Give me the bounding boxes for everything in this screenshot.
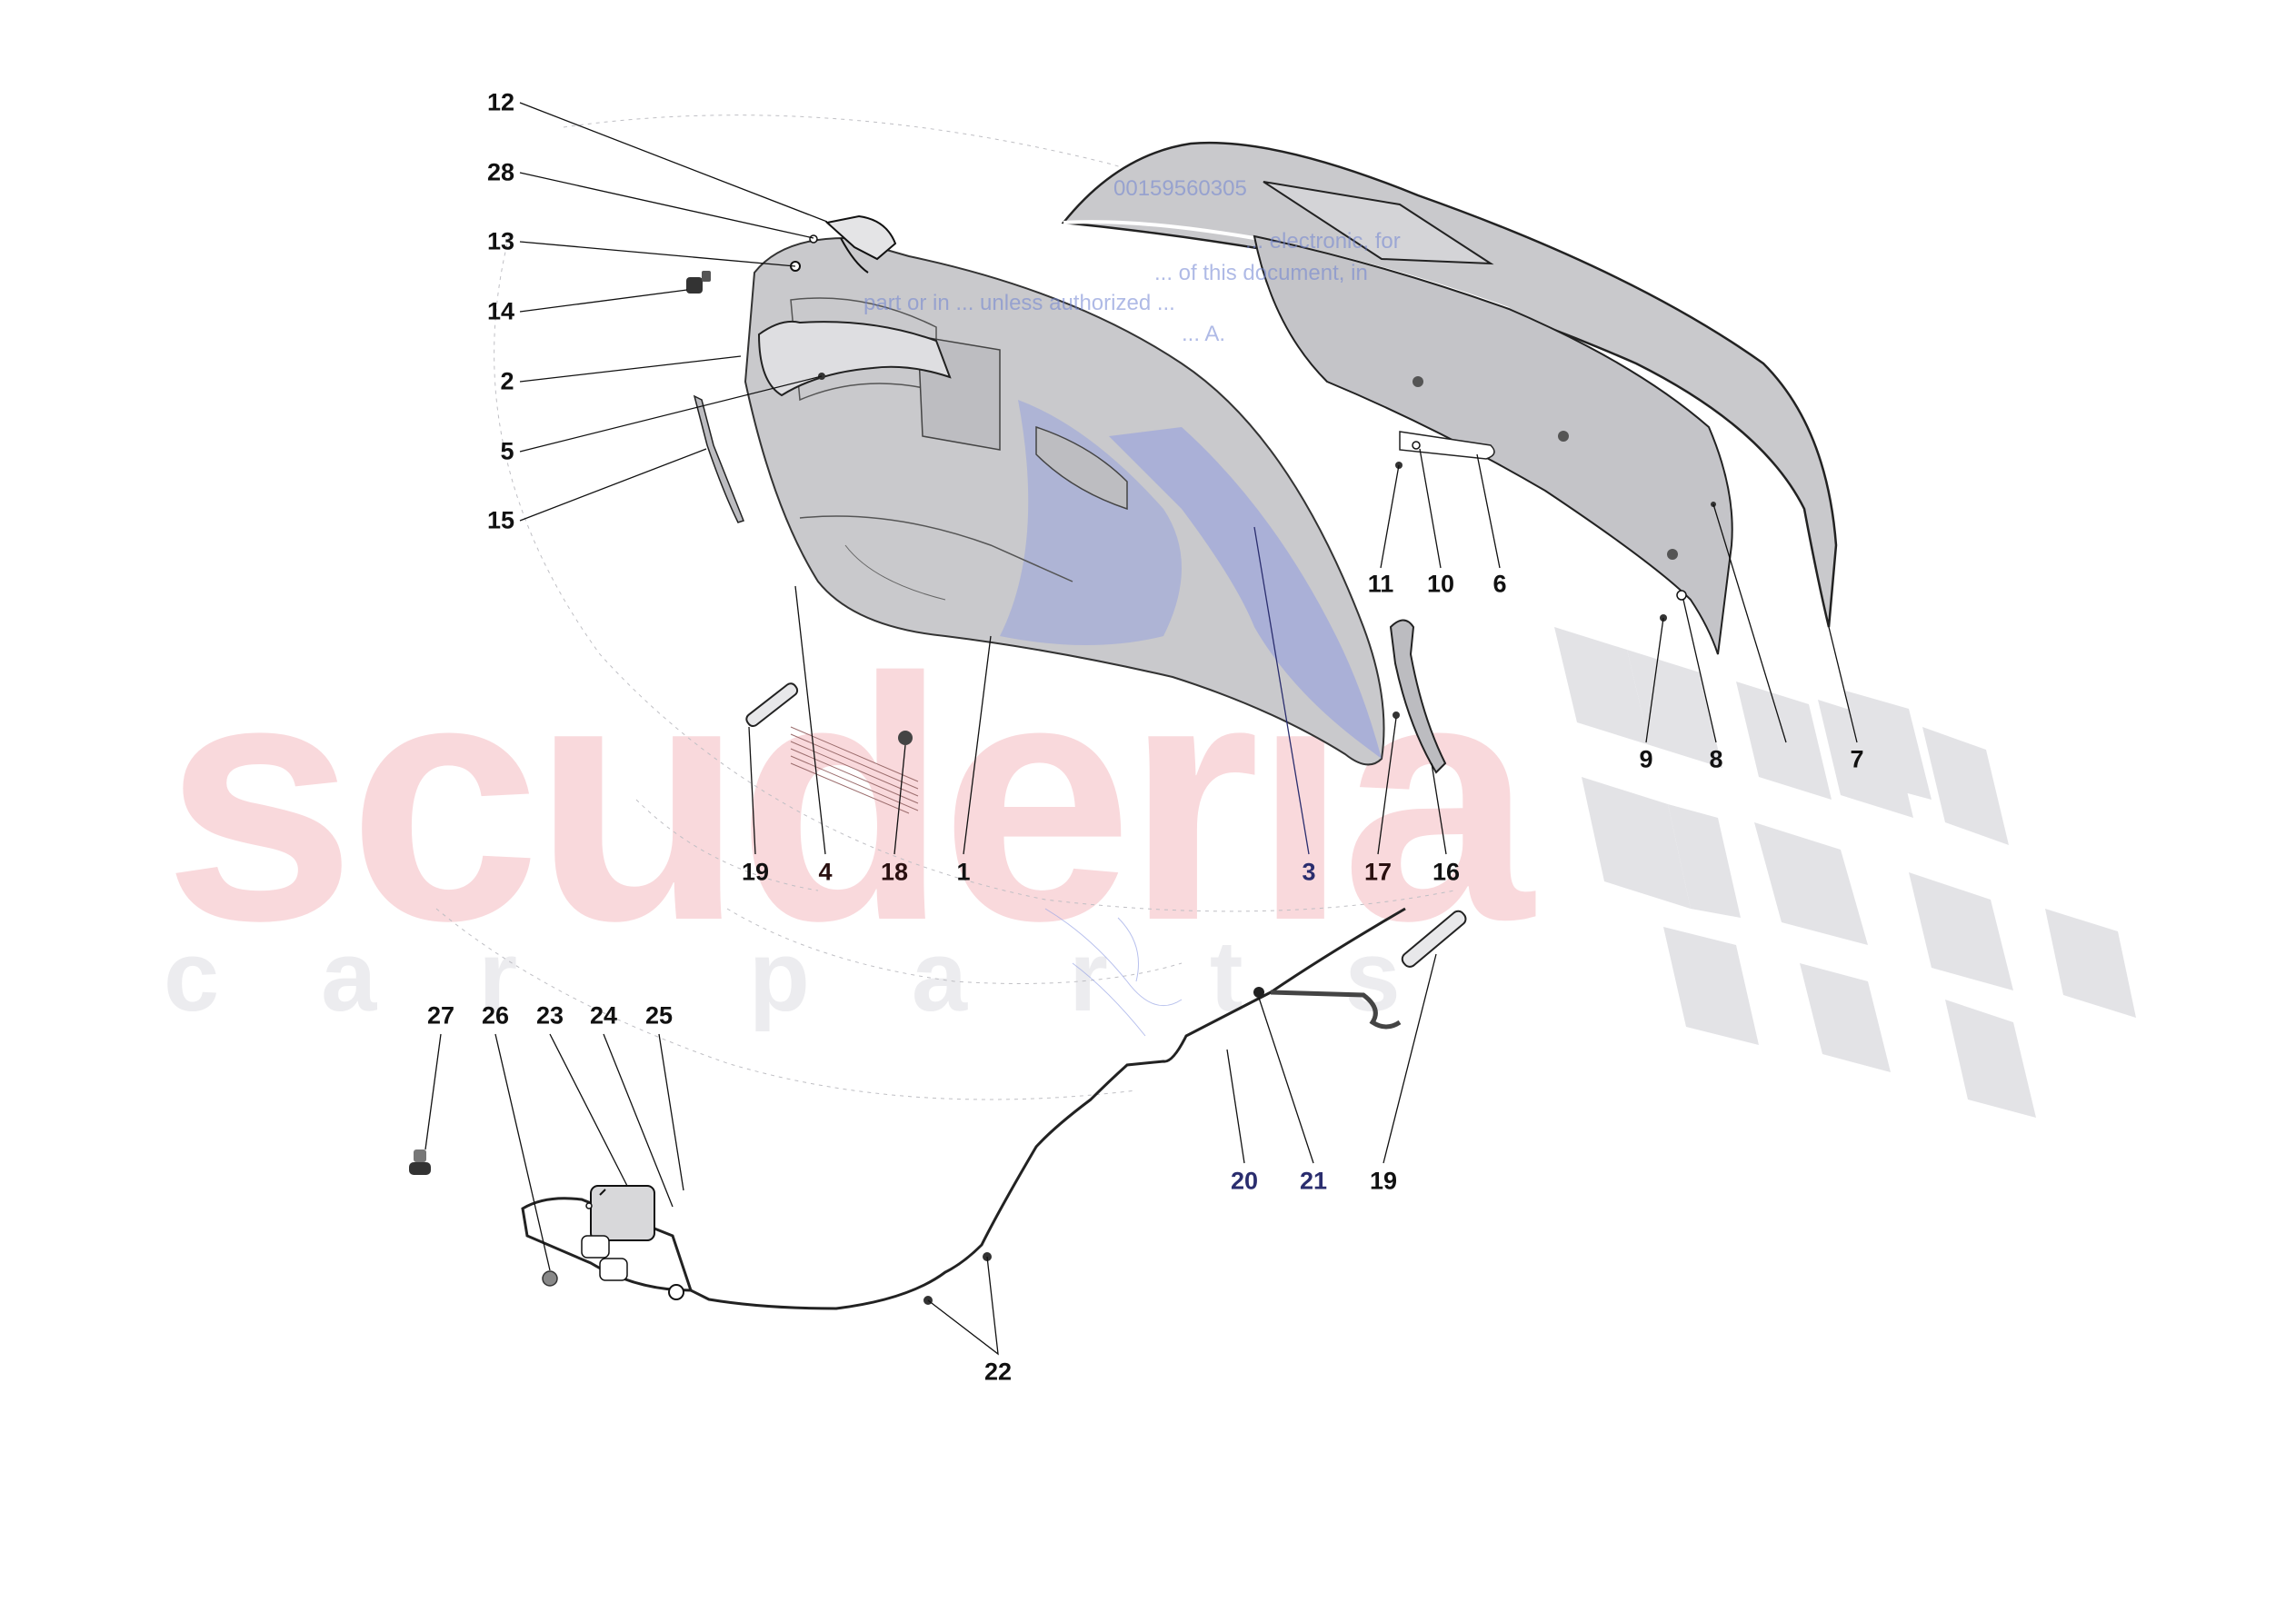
gas-strut-part-19-right: [1401, 910, 1467, 968]
cable-clip-part-21: [1253, 987, 1264, 998]
side-trim-part-16: [1389, 619, 1447, 774]
bonnet-liner-part-6: [1253, 234, 1733, 655]
bump-stop-part-14: [686, 271, 711, 294]
callout-6: 6: [1492, 570, 1507, 598]
release-cable-part-20: [690, 907, 1406, 1310]
callout-21: 21: [1299, 1167, 1328, 1195]
copyright-watermark-line-2: ... electronic, for: [1245, 229, 1401, 254]
callout-23: 23: [535, 1001, 564, 1030]
callout-16: 16: [1432, 858, 1461, 886]
copyright-watermark-line-4: part or in ... unless authorized ...: [863, 291, 1175, 315]
callout-5: 5: [500, 437, 514, 465]
callout-17: 17: [1363, 858, 1393, 886]
screw-part-17: [1393, 711, 1400, 719]
bump-stop-part-18: [898, 731, 913, 745]
callout-19-right: 19: [1369, 1167, 1398, 1195]
callout-20: 20: [1230, 1167, 1259, 1195]
copyright-watermark-line-1: 00159560305: [1113, 176, 1247, 201]
mesh-grille: [790, 726, 919, 814]
callout-28: 28: [486, 158, 515, 186]
tagline-watermark: car parts: [164, 920, 1502, 1032]
callout-15: 15: [486, 506, 515, 534]
insulation-pad-part-2: [757, 320, 952, 397]
vehicle-outline-faint: [435, 114, 1528, 1100]
callout-11: 11: [1367, 570, 1394, 598]
callout-22: 22: [983, 1358, 1013, 1386]
callout-27: 27: [426, 1001, 455, 1030]
callout-1: 1: [956, 858, 971, 886]
callout-7: 7: [1850, 745, 1864, 773]
bump-stop-part-27: [409, 1149, 431, 1175]
clip-part-25: [599, 1189, 606, 1196]
callout-24: 24: [589, 1001, 618, 1030]
callout-leader-lines: [424, 102, 1858, 1356]
bonnet-latch-striker-part-12: [824, 214, 897, 274]
gas-strut-part-19-left: [745, 682, 799, 728]
bonnet-inner-liner-part-1: [744, 236, 1385, 766]
cable-handle-bend: [1270, 990, 1402, 1030]
callout-4: 4: [818, 858, 833, 886]
callout-26: 26: [481, 1001, 510, 1030]
callout-25: 25: [644, 1001, 674, 1030]
callout-19-left: 19: [741, 858, 770, 886]
clip-part-24: [585, 1202, 593, 1209]
callout-13: 13: [486, 227, 515, 255]
callout-3: 3: [1302, 858, 1316, 886]
callout-14: 14: [486, 297, 515, 325]
engine-bay-outline-blue: [1044, 908, 1183, 1037]
seal-strip-part-15: [693, 394, 744, 523]
callout-2: 2: [500, 367, 514, 395]
callout-8: 8: [1709, 745, 1723, 773]
washer-part-28: [809, 234, 818, 244]
washer-part-10: [1412, 441, 1421, 450]
callout-9: 9: [1639, 745, 1653, 773]
callout-18: 18: [880, 858, 909, 886]
grommet-part-26: [542, 1270, 558, 1287]
copyright-watermark-line-3: ... of this document, in: [1154, 261, 1368, 285]
bonnet-latch-part-23: [521, 1185, 694, 1300]
callout-12: 12: [486, 88, 515, 116]
copyright-watermark-line-5: ... A.: [1182, 322, 1226, 346]
washer-part-8: [1676, 590, 1687, 601]
callout-10: 10: [1426, 570, 1455, 598]
